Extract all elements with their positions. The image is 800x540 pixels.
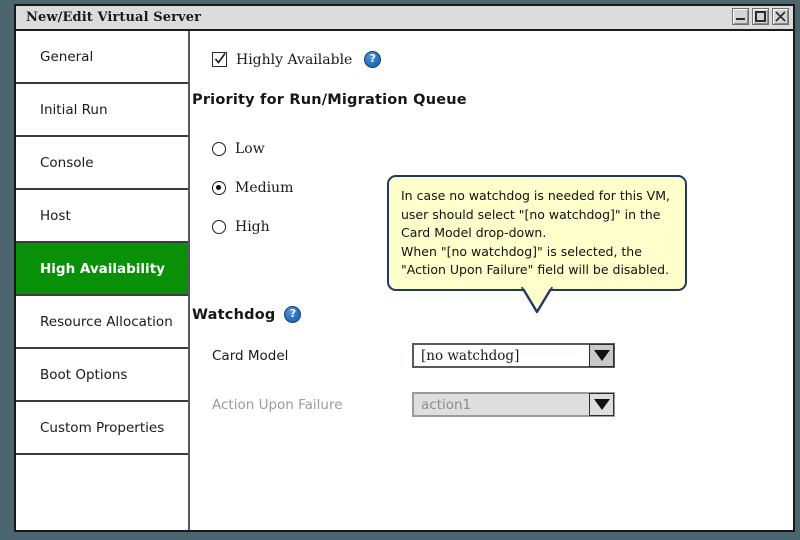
window-title: New/Edit Virtual Server xyxy=(26,10,202,25)
question-mark-icon[interactable]: ? xyxy=(284,306,302,323)
sidebar-item-host[interactable]: Host xyxy=(16,190,188,243)
maximize-button[interactable] xyxy=(752,8,769,25)
sidebar-nav: General Initial Run Console Host High Av… xyxy=(16,31,190,530)
window-controls xyxy=(732,8,789,25)
sidebar-item-label: High Availability xyxy=(40,260,165,277)
close-button[interactable] xyxy=(772,8,789,25)
priority-section-title: Priority for Run/Migration Queue xyxy=(192,92,467,108)
priority-option-high[interactable]: High xyxy=(212,219,270,235)
maximize-icon xyxy=(755,11,766,22)
action-upon-failure-dropdown: action1 xyxy=(412,392,615,417)
chevron-down-icon xyxy=(589,393,614,416)
sidebar-item-label: Host xyxy=(40,207,71,224)
sidebar-item-custom-properties[interactable]: Custom Properties xyxy=(16,402,188,455)
dialog-body: General Initial Run Console Host High Av… xyxy=(16,31,793,530)
sidebar-item-high-availability[interactable]: High Availability xyxy=(16,243,188,296)
watchdog-section-title: Watchdog xyxy=(192,306,276,323)
action-upon-failure-value: action1 xyxy=(421,396,472,413)
highly-available-row: Highly Available ? xyxy=(212,51,382,68)
priority-option-low[interactable]: Low xyxy=(212,141,265,157)
tooltip-pointer xyxy=(521,286,553,313)
priority-option-label: Low xyxy=(235,141,265,157)
priority-option-medium[interactable]: Medium xyxy=(212,180,293,196)
tooltip-text: In case no watchdog is needed for this V… xyxy=(401,188,670,277)
priority-option-label: Medium xyxy=(235,180,294,196)
sidebar-item-console[interactable]: Console xyxy=(16,137,188,190)
radio-low[interactable] xyxy=(212,142,226,156)
title-bar: New/Edit Virtual Server xyxy=(16,6,793,31)
sidebar-item-label: Boot Options xyxy=(40,366,128,383)
sidebar-item-resource-allocation[interactable]: Resource Allocation xyxy=(16,296,188,349)
question-mark-icon[interactable]: ? xyxy=(364,51,382,68)
card-model-row: Card Model [no watchdog] xyxy=(212,343,642,368)
card-model-label: Card Model xyxy=(212,347,289,364)
highly-available-checkbox[interactable] xyxy=(212,52,227,67)
watchdog-tooltip: In case no watchdog is needed for this V… xyxy=(387,175,687,313)
minimize-icon xyxy=(736,18,745,20)
sidebar-item-label: Initial Run xyxy=(40,101,108,118)
check-icon xyxy=(214,53,226,64)
sidebar-item-label: Custom Properties xyxy=(40,419,165,436)
close-icon xyxy=(775,11,786,22)
sidebar-item-boot-options[interactable]: Boot Options xyxy=(16,349,188,402)
card-model-dropdown[interactable]: [no watchdog] xyxy=(412,343,615,368)
sidebar-item-initial-run[interactable]: Initial Run xyxy=(16,84,188,137)
highly-available-label: Highly Available xyxy=(236,51,353,68)
priority-option-label: High xyxy=(235,219,270,235)
sidebar-empty-area xyxy=(16,455,188,530)
action-upon-failure-label: Action Upon Failure xyxy=(212,396,343,413)
high-availability-panel: Highly Available ? Priority for Run/Migr… xyxy=(190,31,793,530)
sidebar-item-label: General xyxy=(40,48,94,65)
card-model-value: [no watchdog] xyxy=(421,347,520,364)
watchdog-section-header: Watchdog ? xyxy=(192,306,302,323)
action-upon-failure-row: Action Upon Failure action1 xyxy=(212,392,642,417)
chevron-down-icon[interactable] xyxy=(589,344,614,367)
radio-medium[interactable] xyxy=(212,181,226,195)
radio-high[interactable] xyxy=(212,220,226,234)
minimize-button[interactable] xyxy=(732,8,749,25)
sidebar-item-label: Console xyxy=(40,154,94,171)
dialog-window: New/Edit Virtual Server Gene xyxy=(14,4,795,532)
sidebar-item-label: Resource Allocation xyxy=(40,313,173,330)
sidebar-item-general[interactable]: General xyxy=(16,31,188,84)
